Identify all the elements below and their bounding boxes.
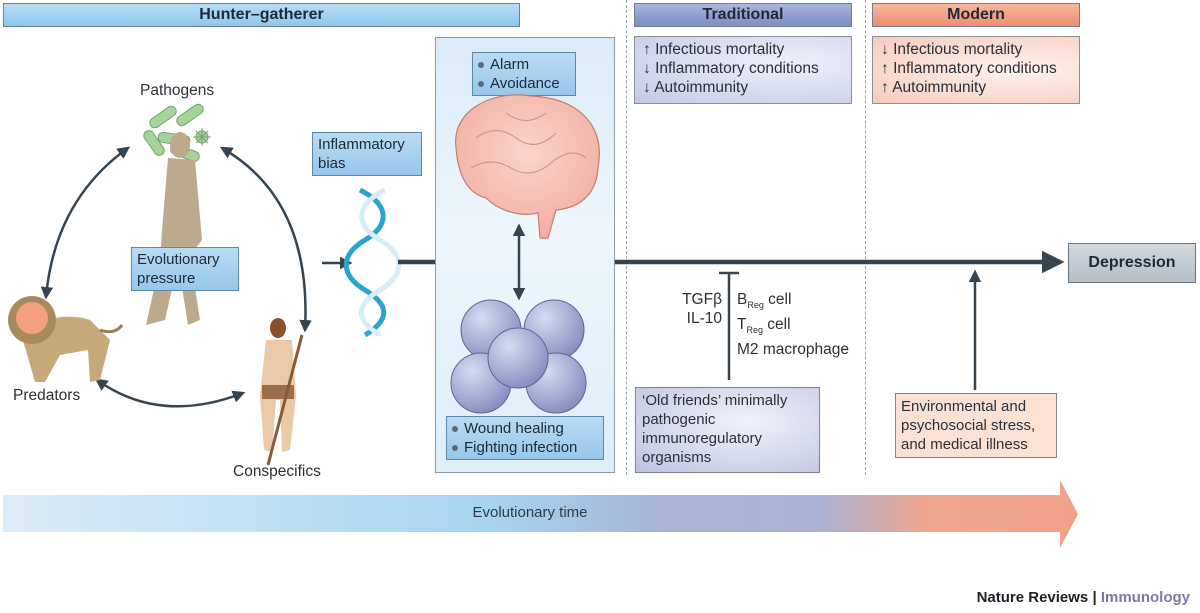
- journal-section: Immunology: [1100, 589, 1190, 606]
- journal-name: Nature Reviews: [976, 589, 1089, 606]
- treg-cell-label: TReg cell: [737, 316, 791, 336]
- evolutionary-time-arrow: [3, 480, 1078, 548]
- effect-item: ↓ Infectious mortality: [881, 41, 1023, 58]
- effect-item: ↓ Inflammatory conditions: [643, 60, 819, 77]
- bullet-item: Avoidance: [478, 74, 570, 93]
- era-header-traditional: Traditional: [634, 3, 852, 27]
- modern-effects-box: ↓ Infectious mortality ↑ Inflammatory co…: [872, 36, 1080, 104]
- depression-box: Depression: [1068, 243, 1196, 283]
- regulatory-cells-list: BReg cell TReg cell M2 macrophage: [737, 290, 849, 359]
- effect-item: ↓ Autoimmunity: [643, 79, 749, 96]
- era-header-hunter-gatherer: Hunter–gatherer: [3, 3, 520, 27]
- bullet-item: Fighting infection: [452, 438, 598, 457]
- conspecifics-label: Conspecifics: [233, 463, 321, 480]
- breg-cell-label: BReg cell: [737, 291, 792, 311]
- lion-icon: [8, 296, 124, 382]
- evolutionary-time-label: Evolutionary time: [472, 504, 588, 521]
- environmental-stress-box: Environmental and psychosocial stress, a…: [895, 393, 1057, 458]
- immune-functions-box: Wound healing Fighting infection: [446, 416, 604, 460]
- regulatory-inhibition-bar: [719, 271, 739, 380]
- effect-item: ↑ Autoimmunity: [881, 79, 987, 96]
- human-silhouette-icon: [146, 132, 202, 325]
- traditional-effects-box: ↑ Infectious mortality ↓ Inflammatory co…: [634, 36, 852, 104]
- bullet-item: Wound healing: [452, 419, 598, 438]
- evolutionary-pressure-label: Evolutionary pressure: [131, 247, 239, 291]
- immune-cells-icon: [450, 299, 587, 414]
- cytokines-list: TGFβ IL-10: [682, 291, 722, 327]
- era-header-modern: Modern: [872, 3, 1080, 27]
- brain-immune-panel: Alarm Avoidance Wound healing Fighting i…: [435, 37, 615, 473]
- journal-credit: Nature Reviews | Immunology: [976, 589, 1190, 606]
- inflammatory-bias-label: Inflammatory bias: [312, 132, 422, 176]
- era-divider-modern: [865, 0, 866, 475]
- arrow-pathogens-predators: [40, 146, 131, 300]
- bullet-item: Alarm: [478, 55, 570, 74]
- arrow-predators-conspecifics: [94, 378, 246, 408]
- era-divider-traditional: [626, 0, 627, 475]
- arrow-pathogens-conspecifics: [219, 146, 312, 333]
- old-friends-box: ‘Old friends’ minimally pathogenic immun…: [635, 387, 820, 473]
- cycle-arrows: [40, 146, 312, 408]
- effect-item: ↑ Infectious mortality: [643, 41, 785, 58]
- predators-label: Predators: [13, 387, 81, 404]
- brain-icon: [455, 94, 600, 239]
- effect-item: ↑ Inflammatory conditions: [881, 60, 1057, 77]
- pathogens-label: Pathogens: [140, 82, 215, 99]
- m2-macrophage-label: M2 macrophage: [737, 341, 850, 359]
- dna-helix-icon: [343, 187, 402, 338]
- brain-immune-art: [450, 94, 600, 414]
- caveman-icon: [260, 318, 304, 466]
